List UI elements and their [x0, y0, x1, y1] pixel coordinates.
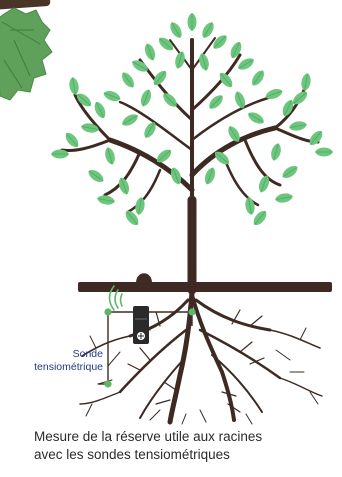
vine-leaf-decoration	[0, 0, 52, 100]
sensor-label: Sonde tensiométrique	[0, 348, 103, 374]
ground-line	[78, 273, 332, 292]
sensor-label-line1: Sonde	[0, 348, 103, 361]
caption-line1: Mesure de la réserve utile aux racines	[34, 428, 334, 446]
caption-line2: avec les sondes tensiométriques	[34, 446, 334, 464]
caption: Mesure de la réserve utile aux racines a…	[34, 428, 334, 464]
tree-branches	[62, 38, 318, 290]
sensor-label-line2: tensiométrique	[0, 361, 103, 374]
